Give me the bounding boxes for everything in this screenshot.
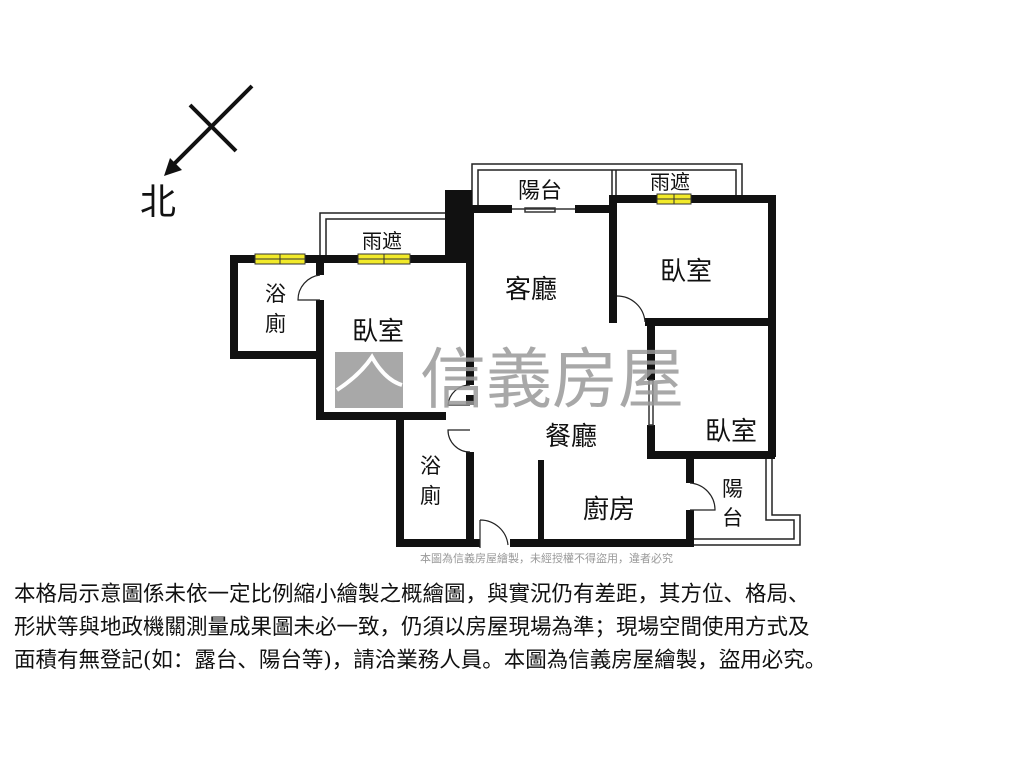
bedroom-left-label: 臥室: [352, 317, 404, 347]
bath-left-label-1: 浴: [265, 282, 286, 306]
watermark-logo: [335, 352, 403, 408]
bath-lower-label-2: 廁: [420, 484, 441, 508]
balcony-right-label-1: 陽: [722, 477, 743, 501]
watermark-notice: 本圖為信義房屋繪製，未經授權不得盜用，違者必究: [420, 551, 673, 565]
canopy-left-label: 雨遮: [362, 229, 402, 253]
windows: [254, 193, 692, 265]
bedroom-top-right-label: 臥室: [660, 257, 712, 287]
balcony-top-label: 陽台: [518, 179, 562, 204]
sliding-door: [512, 207, 654, 426]
canopy-right-label: 雨遮: [650, 170, 690, 194]
living-room-label: 客廳: [505, 275, 557, 305]
disclaimer: 本格局示意圖係未依一定比例縮小繪製之概繪圖，與實況仍有差距，其方位、格局、 形狀…: [14, 578, 1014, 677]
disclaimer-line: 本格局示意圖係未依一定比例縮小繪製之概繪圖，與實況仍有差距，其方位、格局、: [14, 582, 810, 607]
bedroom-right-label: 臥室: [705, 417, 757, 447]
dining-room-label: 餐廳: [545, 422, 597, 452]
walls: [230, 190, 776, 547]
bath-lower-label-1: 浴: [420, 454, 441, 478]
north-arrow-icon: [164, 84, 254, 176]
bath-left-label-2: 廁: [265, 312, 286, 336]
kitchen-label: 廚房: [583, 495, 635, 525]
disclaimer-line: 面積有無登記(如：露台、陽台等)，請洽業務人員。本圖為信義房屋繪製，盜用必究。: [14, 648, 827, 673]
north-label: 北: [140, 182, 176, 223]
door-swings: [297, 274, 716, 548]
balcony-right-label-2: 台: [722, 506, 743, 530]
disclaimer-line: 形狀等與地政機關測量成果圖未必一致，仍須以房屋現場為準；現場空間使用方式及: [14, 615, 810, 640]
watermark-brand: 信義房屋: [420, 341, 684, 418]
